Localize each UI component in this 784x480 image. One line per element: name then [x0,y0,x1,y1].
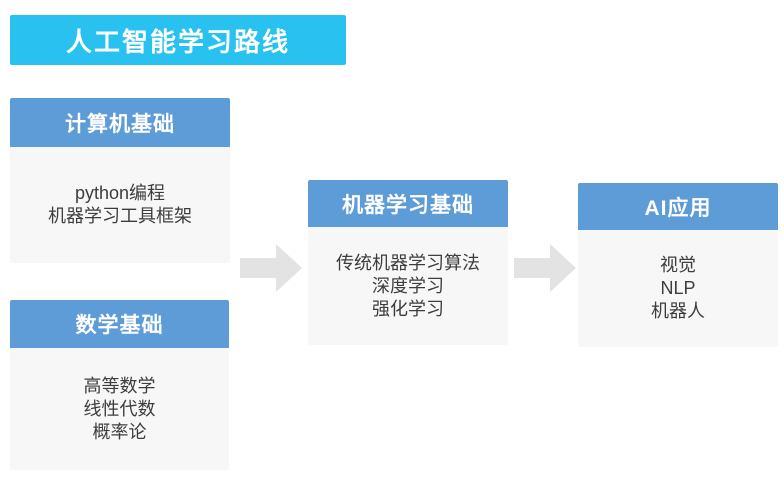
box-ai-applications-header: AI应用 [578,183,778,230]
box-item: 强化学习 [372,298,444,319]
box-ai-applications: AI应用 视觉 NLP 机器人 [578,183,778,347]
box-item: python编程 [74,183,166,203]
box-ai-applications-body: 视觉 NLP 机器人 [578,230,778,347]
box-item: 线性代数 [83,398,156,419]
box-computer-basics-body: python编程 机器学习工具框架 [10,147,230,263]
box-machine-learning-basics-body: 传统机器学习算法 深度学习 强化学习 [308,227,508,345]
box-item: 概率论 [92,421,147,442]
box-item: 高等数学 [83,375,156,396]
box-item: 机器学习工具框架 [48,206,192,226]
box-item: NLP [660,278,696,298]
box-computer-basics-header: 计算机基础 [10,98,230,147]
box-item: 深度学习 [372,275,444,296]
box-math-basics: 数学基础 高等数学 线性代数 概率论 [10,300,229,470]
box-computer-basics: 计算机基础 python编程 机器学习工具框架 [10,98,230,263]
box-math-basics-body: 高等数学 线性代数 概率论 [10,348,229,470]
box-math-basics-header: 数学基础 [10,300,229,348]
box-machine-learning-basics: 机器学习基础 传统机器学习算法 深度学习 强化学习 [308,180,508,345]
box-item: 视觉 [660,255,696,275]
box-item: 机器人 [651,301,705,321]
arrow-right-icon [514,244,576,292]
box-item: 传统机器学习算法 [336,252,480,273]
diagram-title-banner: 人工智能学习路线 [10,15,346,65]
arrow-right-icon [240,244,302,292]
box-machine-learning-basics-header: 机器学习基础 [308,180,508,227]
